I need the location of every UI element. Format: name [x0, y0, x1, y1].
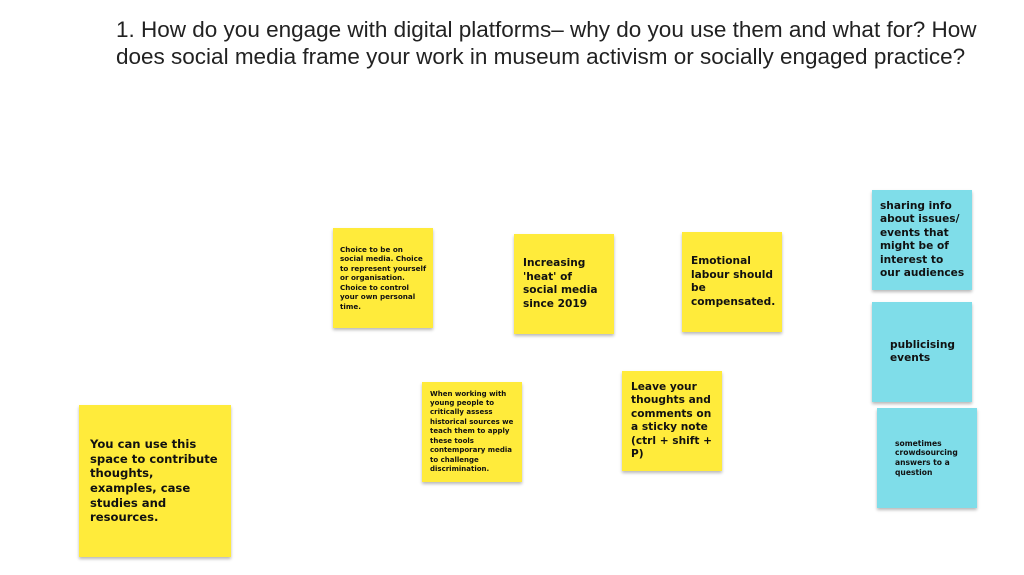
sticky-note-choice[interactable]: Choice to be on social media. Choice to … [333, 228, 433, 328]
question-heading: 1. How do you engage with digital platfo… [116, 17, 977, 69]
sticky-note-text: sometimes crowdsourcing answers to a que… [895, 438, 958, 477]
sticky-note-text: You can use this space to contribute tho… [90, 436, 218, 525]
sticky-note-text: When working with young people to critic… [430, 389, 514, 473]
sticky-note-text: Leave your thoughts and comments on a st… [631, 380, 713, 461]
sticky-note-text: sharing info about issues/ events that m… [880, 199, 965, 280]
sticky-note-young-people[interactable]: When working with young people to critic… [422, 382, 522, 482]
sticky-note-sharing-info[interactable]: sharing info about issues/ events that m… [872, 190, 972, 290]
sticky-note-heat[interactable]: Increasing 'heat' of social media since … [514, 234, 614, 334]
sticky-note-text: Choice to be on social media. Choice to … [340, 244, 427, 311]
sticky-note-use-space[interactable]: You can use this space to contribute tho… [79, 405, 231, 557]
sticky-note-crowdsourcing[interactable]: sometimes crowdsourcing answers to a que… [877, 408, 977, 508]
sticky-note-text: publicising events [890, 338, 955, 365]
sticky-note-text: Increasing 'heat' of social media since … [523, 257, 598, 310]
sticky-note-emotional-labour[interactable]: Emotional labour should be compensated. [682, 232, 782, 332]
sticky-note-publicising[interactable]: publicising events [872, 302, 972, 402]
sticky-note-leave-thoughts[interactable]: Leave your thoughts and comments on a st… [622, 371, 722, 471]
sticky-note-text: Emotional labour should be compensated. [691, 255, 776, 308]
